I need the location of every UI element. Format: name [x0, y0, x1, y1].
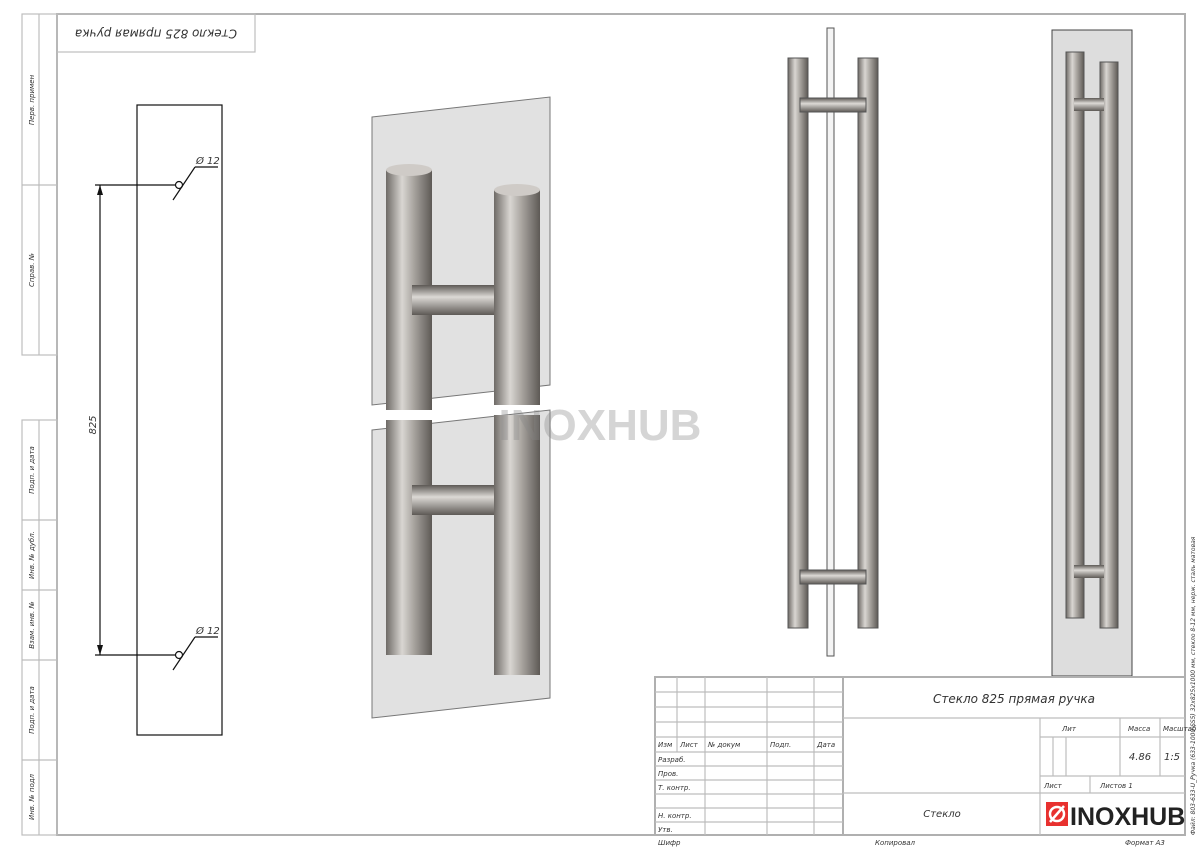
drawing-frame: Перв. примен Справ. № Подп. и дата Инв. …: [21, 13, 1197, 836]
logo-text: INOXHUB: [1070, 803, 1185, 831]
dimension-825: 825: [88, 415, 99, 434]
file-note: Файл: 803-633-U_Ручка (633-1000 SS5) 32x…: [1190, 536, 1197, 835]
hole-diameter-top: Ø 12: [195, 155, 220, 167]
side-view: [787, 27, 879, 657]
hole-diameter-bottom: Ø 12: [195, 625, 220, 637]
drawing-title: Стекло 825 прямая ручка: [933, 692, 1095, 706]
side-label: Подп. и дата: [28, 686, 36, 734]
side-label: Подп. и дата: [28, 446, 36, 494]
scale-value: 1:5: [1164, 752, 1180, 763]
scale-label: Масштаб: [1163, 725, 1197, 733]
inoxhub-logo: INOXHUB: [1046, 802, 1185, 831]
lit-label: Лит: [1061, 725, 1077, 733]
side-label: Справ. №: [28, 253, 36, 287]
sheets-label: Листов 1: [1099, 782, 1133, 790]
role: Т. контр.: [658, 784, 691, 792]
role: Утв.: [658, 826, 673, 834]
header-list: Лист: [679, 741, 699, 749]
sheet-label: Лист: [1043, 782, 1063, 790]
role: Пров.: [658, 770, 678, 778]
role: Н. контр.: [658, 812, 692, 820]
header-izm: Изм: [658, 741, 673, 749]
title-block: Изм Лист № докум Подп. Дата Разраб. Пров…: [654, 676, 1197, 836]
isometric-view: INOXHUB: [371, 96, 702, 719]
header-date: Дата: [816, 741, 835, 749]
footer-copied: Копировал: [875, 839, 916, 847]
side-label: Взам. инв. №: [28, 601, 36, 649]
mass-value: 4.86: [1129, 752, 1151, 763]
side-label: Инв. № подл: [28, 773, 36, 820]
header-doc: № докум: [707, 741, 741, 749]
header-sign: Подп.: [770, 741, 791, 749]
inverted-title: Стекло 825 прямая ручка: [75, 27, 237, 41]
plate-drawing: 825 Ø 12 Ø 12: [88, 104, 223, 736]
material: Стекло: [923, 809, 961, 820]
mass-label: Масса: [1128, 725, 1150, 733]
front-view: [1051, 29, 1133, 677]
footer-cipher: Шифр: [658, 839, 681, 847]
watermark: INOXHUB: [499, 401, 702, 450]
side-label: Инв. № дубл.: [28, 531, 36, 579]
footer-format: Формат А3: [1125, 839, 1165, 847]
side-label: Перв. примен: [28, 74, 36, 125]
role: Разраб.: [658, 756, 686, 764]
